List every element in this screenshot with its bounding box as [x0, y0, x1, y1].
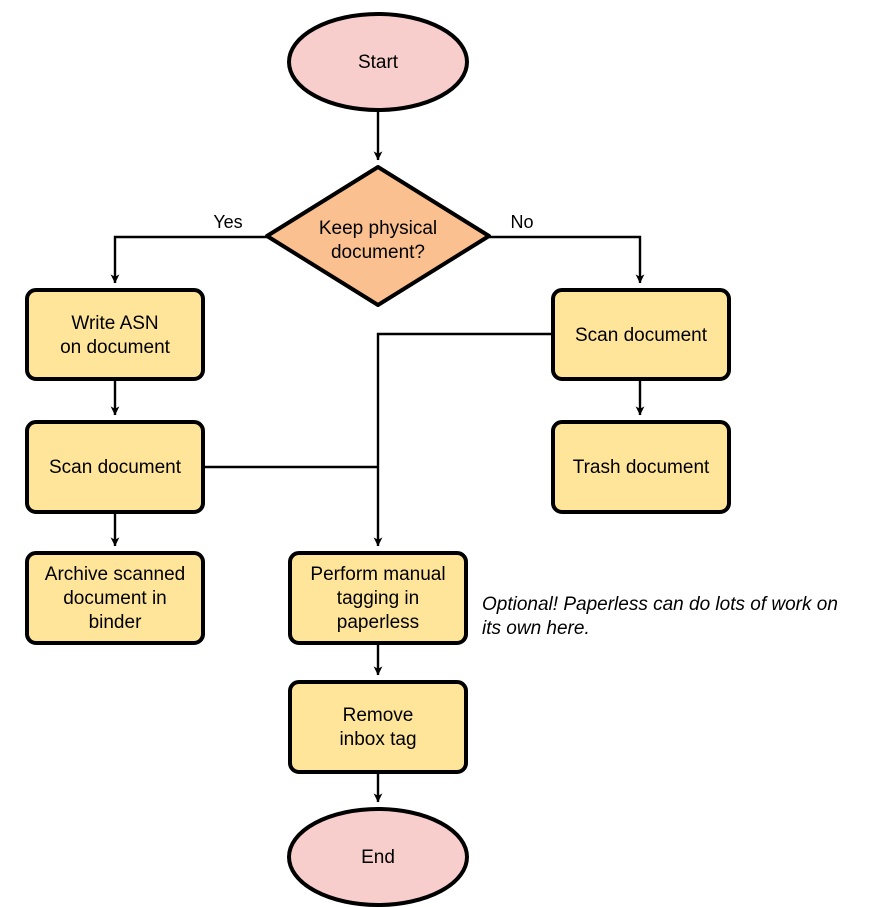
- node-end[interactable]: End: [287, 807, 469, 907]
- tagging-label-line3: paperless: [337, 612, 419, 633]
- trash-label: Trash document: [573, 457, 710, 478]
- scan-right-box: [551, 288, 731, 381]
- decision-diamond: [265, 165, 491, 307]
- decision-label-line2: document?: [331, 242, 425, 263]
- archive-label-line2: document in: [63, 588, 167, 609]
- write-asn-box: [25, 288, 205, 381]
- write-asn-label-line1: Write ASN: [71, 313, 158, 334]
- node-scan-document-right[interactable]: Scan document: [551, 288, 731, 381]
- scan-left-box: [25, 420, 205, 514]
- archive-box: [25, 551, 205, 645]
- node-write-asn-on-document[interactable]: Write ASN on document: [25, 288, 205, 381]
- node-archive-scanned-document-in-binder[interactable]: Archive scanned document in binder: [25, 551, 205, 645]
- node-start[interactable]: Start: [287, 12, 469, 112]
- node-scan-document-left[interactable]: Scan document: [25, 420, 205, 514]
- node-perform-manual-tagging-in-paperless[interactable]: Perform manual tagging in paperless: [288, 551, 468, 645]
- end-ellipse: [287, 807, 469, 907]
- note-line2: its own here.: [482, 618, 590, 639]
- note-line1: Optional! Paperless can do lots of work …: [482, 594, 838, 615]
- node-remove-inbox-tag[interactable]: Remove inbox tag: [288, 680, 468, 774]
- node-trash-document[interactable]: Trash document: [551, 420, 731, 514]
- scan-left-label: Scan document: [49, 457, 182, 478]
- edge-scan-right-to-tagging: [373, 332, 553, 547]
- end-label: End: [361, 847, 395, 868]
- remove-tag-box: [288, 680, 468, 774]
- tagging-label-line2: tagging in: [337, 588, 419, 609]
- start-ellipse: [287, 12, 469, 112]
- remove-tag-label-line2: inbox tag: [339, 729, 416, 750]
- tagging-box: [288, 551, 468, 645]
- connector-layer: [110, 111, 645, 803]
- edge-decision-no-to-scan-right: [489, 235, 645, 284]
- node-decision-keep-physical-document[interactable]: Keep physical document?: [265, 165, 491, 307]
- write-asn-label-line2: on document: [60, 337, 171, 358]
- decision-label-line1: Keep physical: [319, 218, 437, 239]
- annotation-note: Optional! Paperless can do lots of work …: [482, 594, 838, 639]
- archive-label-line1: Archive scanned: [45, 564, 185, 585]
- edge-label-yes: Yes: [213, 212, 242, 232]
- edge-decision-yes-to-write-asn: [110, 235, 267, 284]
- tagging-label-line1: Perform manual: [310, 564, 445, 585]
- start-label: Start: [358, 52, 399, 73]
- remove-tag-label-line1: Remove: [343, 705, 414, 726]
- edge-label-no: No: [510, 212, 533, 232]
- trash-box: [551, 420, 731, 514]
- scan-right-label: Scan document: [575, 325, 708, 346]
- archive-label-line3: binder: [89, 612, 142, 633]
